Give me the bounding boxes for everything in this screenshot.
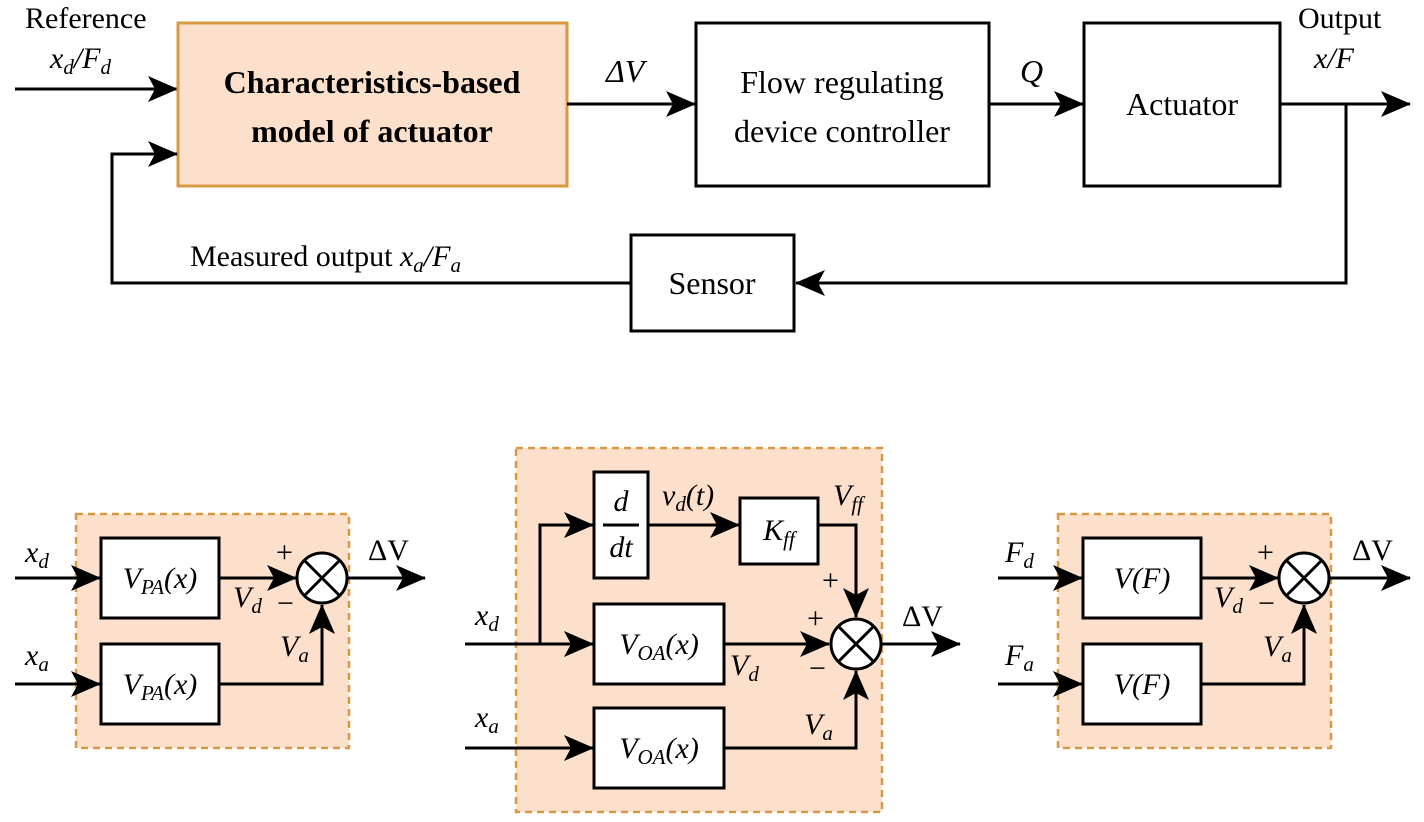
mid-plus-top: + bbox=[822, 564, 839, 597]
mid-input-xa: xa bbox=[474, 701, 499, 738]
mid-derivative-denominator: dt bbox=[609, 531, 633, 564]
flow-controller-line2: device controller bbox=[734, 113, 950, 149]
right-minus-sign: − bbox=[1258, 587, 1275, 620]
left-output-label: ΔV bbox=[368, 534, 409, 567]
measured-output-label: Measured output xa/Fa bbox=[190, 240, 461, 277]
mid-input-xd: xd bbox=[474, 599, 499, 636]
right-va-arrow bbox=[1201, 604, 1317, 686]
mid-plus-left: + bbox=[807, 602, 824, 635]
left-summing-junction bbox=[295, 551, 349, 605]
right-va-label: Va bbox=[1263, 630, 1292, 667]
delta-v-label: ΔV bbox=[604, 53, 648, 89]
right-output-label: ΔV bbox=[1352, 534, 1393, 567]
left-va-label: Va bbox=[280, 630, 309, 667]
mid-va-label: Va bbox=[804, 708, 833, 745]
top-loop: Reference xd/Fd Characteristics-based mo… bbox=[15, 2, 1411, 333]
feedback-to-sensor bbox=[795, 104, 1348, 296]
left-va-arrow bbox=[219, 604, 335, 686]
output-label: Output bbox=[1298, 2, 1382, 35]
q-label: Q bbox=[1020, 53, 1043, 89]
mid-vd-label: Vd bbox=[730, 649, 759, 686]
actuator-label: Actuator bbox=[1126, 86, 1238, 122]
right-block-vf-top-label: V(F) bbox=[1114, 562, 1171, 595]
left-panel: xd xa VPA(x) VPA(x) + − Vd Va ΔV bbox=[15, 512, 426, 750]
middle-panel: xd d dt vd(t) Kff Vff VOA(x) Vd xa VOA(x… bbox=[465, 446, 961, 814]
model-block-line2: model of actuator bbox=[251, 113, 493, 149]
right-input-fd: Fd bbox=[1004, 536, 1034, 573]
output-signal: x/F bbox=[1313, 42, 1355, 75]
mid-kff-label: Kff bbox=[762, 514, 798, 551]
mid-derivative-numerator: d bbox=[614, 485, 630, 518]
left-plus-sign: + bbox=[276, 536, 293, 569]
model-block-line1: Characteristics-based bbox=[224, 64, 521, 100]
mid-summing-junction bbox=[829, 617, 883, 671]
left-minus-sign: − bbox=[277, 587, 294, 620]
sensor-label: Sensor bbox=[668, 265, 755, 301]
reference-signal: xd/Fd bbox=[49, 42, 112, 79]
mid-branch-to-derivative bbox=[538, 512, 594, 644]
left-block-vpa-bottom-label: VPA(x) bbox=[123, 668, 198, 705]
right-summing-junction bbox=[1277, 551, 1331, 605]
left-vd-label: Vd bbox=[233, 581, 262, 618]
flow-controller-block bbox=[694, 21, 991, 188]
reference-label: Reference bbox=[25, 2, 147, 35]
left-block-vpa-top-label: VPA(x) bbox=[123, 562, 198, 599]
flow-controller-line1: Flow regulating bbox=[740, 64, 944, 100]
feedback-to-model bbox=[110, 141, 631, 285]
right-block-vf-bottom-label: V(F) bbox=[1114, 668, 1171, 701]
left-block-vpa-top bbox=[99, 536, 221, 620]
mid-va-arrow bbox=[724, 670, 869, 750]
left-input-xa: xa bbox=[24, 639, 49, 676]
right-panel: Fd Fa V(F) V(F) + − Vd Va ΔV bbox=[998, 512, 1411, 750]
mid-vff-label: Vff bbox=[833, 479, 866, 516]
actuator-block bbox=[1082, 21, 1282, 188]
mid-kff-block bbox=[738, 496, 820, 566]
right-input-fa: Fa bbox=[1004, 639, 1034, 676]
mid-vff-arrow bbox=[818, 523, 869, 618]
right-block-vf-bottom bbox=[1081, 642, 1203, 726]
mid-block-voa-bottom-label: VOA(x) bbox=[619, 732, 699, 769]
left-input-xd: xd bbox=[24, 536, 49, 573]
mid-minus-sign: − bbox=[809, 652, 826, 685]
right-plus-sign: + bbox=[1257, 536, 1274, 569]
right-vd-label: Vd bbox=[1214, 581, 1243, 618]
mid-output-label: ΔV bbox=[902, 600, 943, 633]
left-block-vpa-bottom bbox=[99, 642, 221, 726]
mid-vd-t-label: vd(t) bbox=[662, 479, 714, 516]
mid-block-voa-bottom bbox=[592, 706, 726, 790]
model-block bbox=[176, 21, 569, 188]
mid-block-voa-top-label: VOA(x) bbox=[619, 628, 699, 665]
